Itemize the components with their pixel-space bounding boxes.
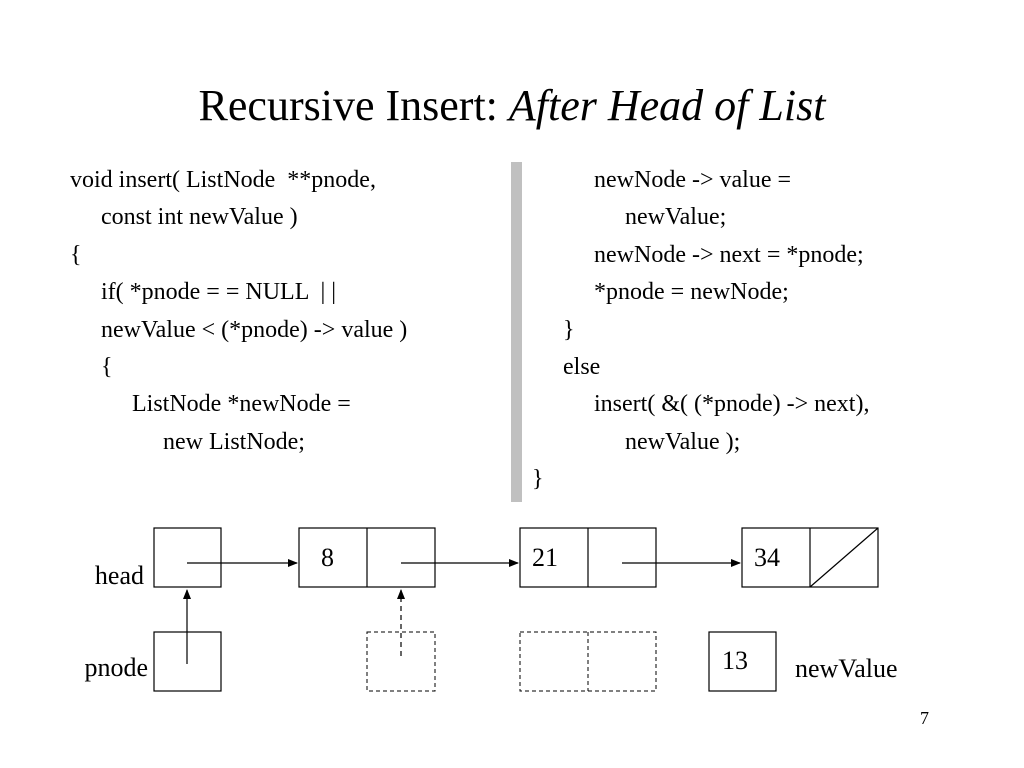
new-value-number: 13 (722, 646, 748, 675)
code-right-column: newNode -> value = newValue; newNode -> ne… (532, 162, 869, 499)
column-divider (511, 162, 522, 502)
list-node-8-value: 8 (321, 543, 334, 572)
head-pointer-box (153, 527, 222, 588)
code-left-line: if( *pnode = = NULL | | (101, 279, 337, 306)
head-label: head (95, 561, 144, 590)
code-right-line: newNode -> value = (594, 167, 792, 193)
pnode-label: pnode (84, 653, 148, 682)
code-left-line: new ListNode; (163, 428, 305, 455)
null-pointer-slash (809, 527, 879, 588)
page-number: 7 (920, 708, 929, 728)
code-right-line: newValue ); (625, 428, 741, 455)
title-italic: After Head of List (508, 81, 826, 130)
code-left-column: void insert( ListNode **pnode, const int … (70, 162, 407, 461)
code-right-line: else (563, 353, 601, 380)
code-left-line: void insert( ListNode **pnode, (70, 167, 376, 193)
code-left-line: const int newValue ) (101, 204, 298, 231)
code-right-line: newValue; (625, 204, 727, 231)
code-right-line: } (563, 316, 575, 343)
code-left-line: ListNode *newNode = (132, 391, 351, 418)
code-right-line: *pnode = newNode; (594, 279, 789, 306)
new-value-label: newValue (795, 654, 898, 683)
dashed-next-field-box (366, 631, 436, 692)
slide-title: Recursive Insert: After Head of List (0, 78, 1024, 134)
code-left-line: { (101, 353, 113, 380)
new-value-box (708, 631, 777, 692)
code-right-line: } (532, 466, 544, 493)
code-right-line: insert( &( (*pnode) -> next), (594, 391, 870, 418)
code-left-line: { (70, 241, 82, 268)
list-node-34-value: 34 (754, 543, 780, 572)
title-main: Recursive Insert: (198, 81, 509, 130)
code-left-line: newValue < (*pnode) -> value ) (101, 316, 408, 343)
code-right-line: newNode -> next = *pnode; (594, 241, 864, 268)
list-node-21-value: 21 (532, 543, 558, 572)
